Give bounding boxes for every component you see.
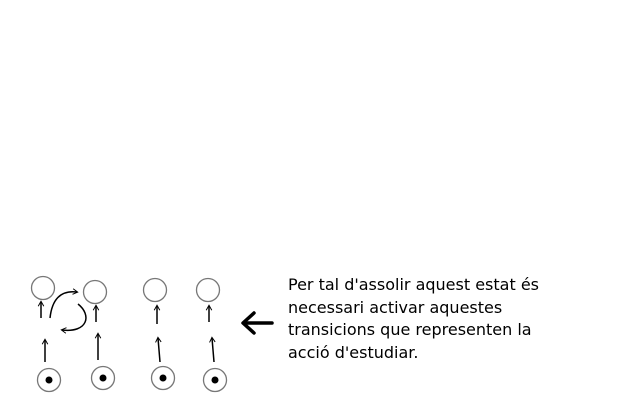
transition-arrow-lower-3 (155, 336, 162, 363)
cycle-arrow-bottom (60, 303, 87, 334)
token-dot (99, 374, 107, 382)
transition-arrow-lower-4 (209, 336, 216, 363)
initial-state-1 (36, 367, 62, 393)
initial-state-3 (150, 365, 176, 391)
pointer-arrow-icon (241, 311, 274, 335)
state-circle-3 (142, 277, 168, 303)
token-dot (211, 376, 219, 384)
explanation-text: Per tal d'assolir aquest estat és necess… (288, 275, 540, 362)
token-dot (45, 376, 53, 384)
state-circle-1 (30, 275, 56, 301)
state-circle-4 (195, 277, 221, 303)
initial-state-4 (202, 367, 228, 393)
token-dot (159, 374, 167, 382)
initial-state-2 (90, 365, 116, 391)
state-circle-2 (82, 279, 108, 305)
cycle-arrow-top (49, 288, 79, 319)
